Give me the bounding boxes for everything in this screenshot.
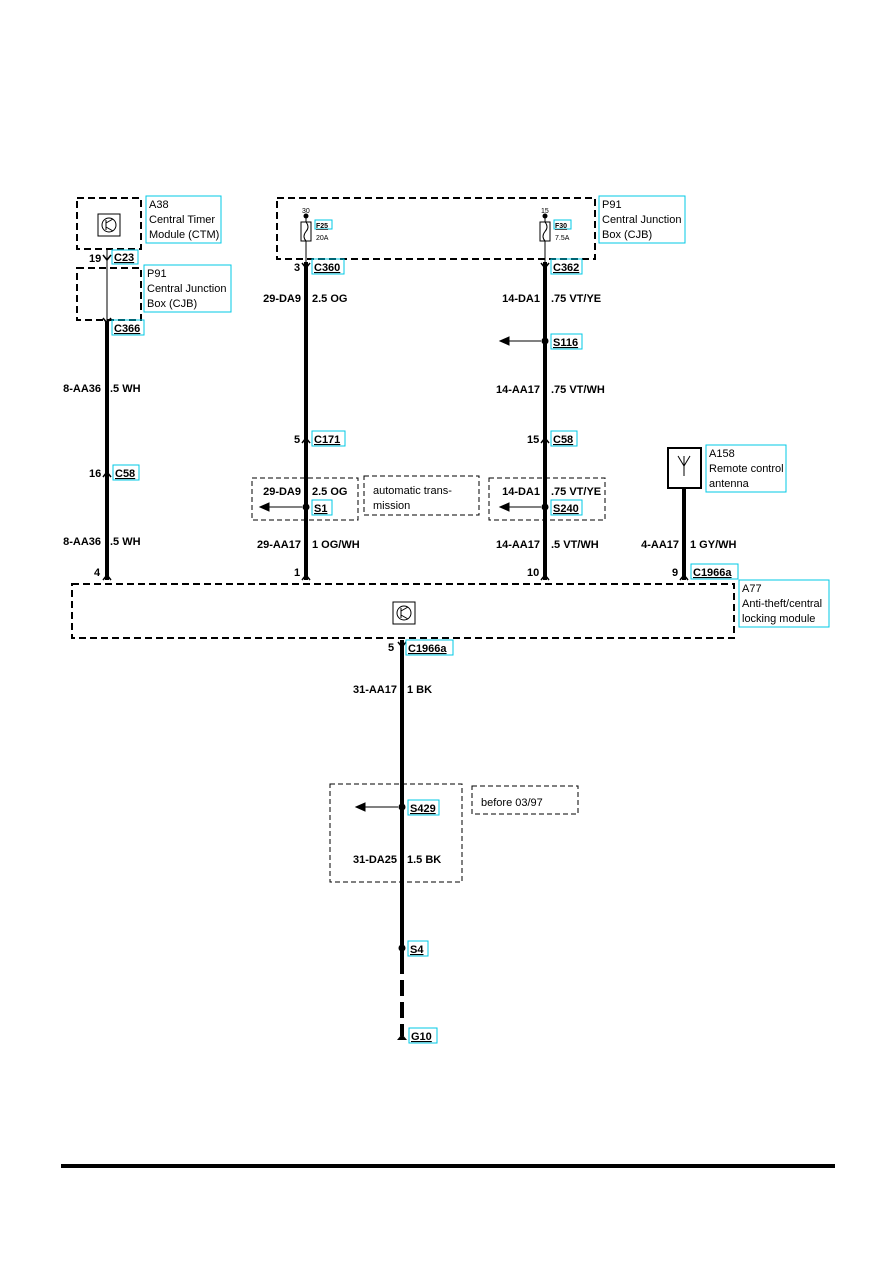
pin-c58-left: 16 <box>89 468 101 480</box>
wire-aa36-lower-id: 8-AA36 <box>63 536 101 548</box>
p91-top-label-line1: P91 <box>602 199 622 211</box>
splice-s1-label: S1 <box>314 503 327 515</box>
transistor-icon <box>392 601 416 625</box>
note-auto-trans-line1: automatic trans- <box>373 485 452 497</box>
connector-label-boxes <box>111 249 739 1044</box>
p91-left-label-box <box>143 264 232 313</box>
fuse-f30-rating: 7.5A <box>555 235 570 242</box>
wire-aa17-antenna-id: 4-AA17 <box>641 539 679 551</box>
a77-module-box <box>71 583 735 639</box>
s429-option-box <box>329 783 463 883</box>
connector-c1966a-antenna-label: C1966a <box>693 567 732 579</box>
wire-da9-lower-id: 29-DA9 <box>263 486 301 498</box>
a77-label-box <box>738 579 830 628</box>
fuse-f30 <box>539 213 551 262</box>
splice-arrows <box>258 336 541 812</box>
wire-da1-lower-spec: .75 VT/YE <box>551 486 601 498</box>
pin-c171: 5 <box>294 434 300 446</box>
splice-s116-label: S116 <box>553 337 578 349</box>
pin-a77-left: 4 <box>94 567 101 579</box>
a158-label-box <box>705 444 787 493</box>
p91-left-label-line2: Central Junction <box>147 283 227 295</box>
a38-module-box <box>76 197 142 250</box>
note-before: before 03/97 <box>481 797 543 809</box>
wire-da9-lower-spec: 2.5 OG <box>312 486 347 498</box>
a38-label-box <box>145 195 222 244</box>
p91-top-label-line3: Box (CJB) <box>602 229 652 241</box>
note-auto-trans-line2: mission <box>373 500 410 512</box>
a77-label-line2: Anti-theft/central <box>742 598 822 610</box>
pin-c360: 3 <box>294 262 300 274</box>
p91-top-box <box>276 197 596 260</box>
a38-label-line2: Central Timer <box>149 214 215 226</box>
wire-aa17-antenna-spec: 1 GY/WH <box>690 539 737 551</box>
auto-trans-note-box <box>363 475 480 516</box>
splice-s240-label: S240 <box>553 503 579 515</box>
pin-a77-mid: 1 <box>294 567 300 579</box>
connector-c362-label: C362 <box>553 262 579 274</box>
connector-c1966a-ground-label: C1966a <box>408 643 447 655</box>
connector-c58-left-label: C58 <box>115 468 135 480</box>
a158-label-line1: A158 <box>709 448 735 460</box>
wire-aa17-ground-spec: 1 BK <box>407 684 432 696</box>
p91-left-label-line1: P91 <box>147 268 167 280</box>
fuse-f25-supply: 30 <box>302 208 310 215</box>
fuse-f30-label-box <box>553 219 572 230</box>
wire-da9-upper-id: 29-DA9 <box>263 293 301 305</box>
fuse-f25 <box>300 213 312 262</box>
a158-label-line2: Remote control <box>709 463 784 475</box>
wire-aa17-right-upper-id: 14-AA17 <box>496 384 540 396</box>
wire-aa17-mid-spec: 1 OG/WH <box>312 539 360 551</box>
pin-c58-right: 15 <box>527 434 539 446</box>
wire-da25-ground-id: 31-DA25 <box>353 854 397 866</box>
connector-c171-label: C171 <box>314 434 340 446</box>
wire-da1-upper-id: 14-DA1 <box>502 293 540 305</box>
wire-aa17-ground-id: 31-AA17 <box>353 684 397 696</box>
wire-aa17-right-lower-id: 14-AA17 <box>496 539 540 551</box>
pin-a77-right: 10 <box>527 567 539 579</box>
ground-g10-label: G10 <box>411 1031 432 1043</box>
wire-aa36-upper-id: 8-AA36 <box>63 383 101 395</box>
fuse-f30-supply: 15 <box>541 208 549 215</box>
a38-label-line3: Module (CTM) <box>149 229 219 241</box>
wire-aa17-mid-id: 29-AA17 <box>257 539 301 551</box>
connector-c58-right-label: C58 <box>553 434 573 446</box>
p91-left-box <box>76 267 142 321</box>
p91-left-label-line3: Box (CJB) <box>147 298 197 310</box>
wire-aa36-lower-spec: .5 WH <box>110 536 141 548</box>
p91-top-label-box <box>598 195 686 244</box>
a158-label-line3: antenna <box>709 478 750 490</box>
a38-label-line1: A38 <box>149 199 169 211</box>
pin-c23: 19 <box>89 253 101 265</box>
transistor-icon <box>97 213 121 237</box>
wire-da25-ground-spec: 1.5 BK <box>407 854 441 866</box>
fuse-f25-rating: 20A <box>316 235 329 242</box>
connector-chevrons <box>102 254 689 649</box>
pin-a77-ground: 5 <box>388 642 394 654</box>
pin-a77-antenna: 9 <box>672 567 678 579</box>
p91-top-label-line2: Central Junction <box>602 214 682 226</box>
connector-c23-label: C23 <box>114 252 134 264</box>
connector-c366-label: C366 <box>114 323 140 335</box>
wire-aa17-right-lower-spec: .5 VT/WH <box>551 539 599 551</box>
antenna-icon <box>667 447 702 489</box>
fuse-f25-name: F25 <box>316 223 328 230</box>
wire-da1-lower-id: 14-DA1 <box>502 486 540 498</box>
a77-label-line3: locking module <box>742 613 815 625</box>
wire-aa17-right-upper-spec: .75 VT/WH <box>551 384 605 396</box>
ground-g10-symbol <box>397 1034 407 1040</box>
before-note-box <box>471 785 579 815</box>
connector-c360-label: C360 <box>314 262 340 274</box>
wire-da1-upper-spec: .75 VT/YE <box>551 293 601 305</box>
splice-s429-label: S429 <box>410 803 436 815</box>
fuse-f25-label-box <box>314 219 333 230</box>
wire-da9-upper-spec: 2.5 OG <box>312 293 347 305</box>
wire-aa36-upper-spec: .5 WH <box>110 383 141 395</box>
a77-label-line1: A77 <box>742 583 762 595</box>
fuse-f30-name: F30 <box>555 223 567 230</box>
splice-s4-label: S4 <box>410 944 424 956</box>
splice-dots <box>302 337 549 952</box>
